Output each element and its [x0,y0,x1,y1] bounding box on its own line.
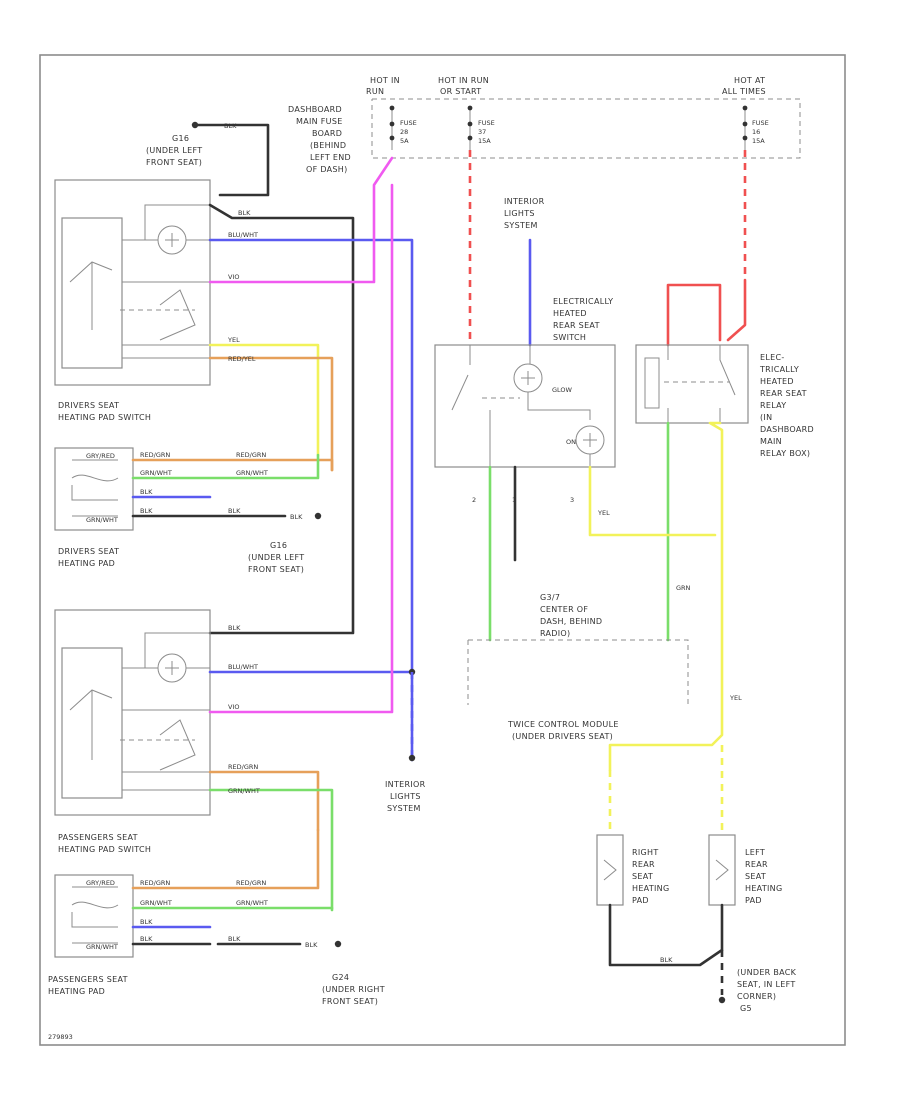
wire-vio-switch2 [208,183,394,714]
svg-text:RED/GRN: RED/GRN [140,879,170,887]
svg-text:BLK: BLK [140,507,153,515]
svg-text:BLK: BLK [228,935,241,943]
diagram-code: 279893 [48,1033,73,1041]
svg-text:GRN/WHT: GRN/WHT [86,943,118,951]
svg-text:RED/GRN: RED/GRN [228,763,258,771]
svg-text:RED/GRN: RED/GRN [140,451,170,459]
svg-text:GRN: GRN [676,584,691,592]
svg-text:VIO: VIO [228,703,239,711]
wire-yel-switch1 [208,343,320,457]
wire-blk-switch1 [208,203,355,635]
wire-grn-wht-switch2 [208,788,334,912]
wire-red-yel-switch1 [208,356,334,472]
wire-grn-wht-pad1 [131,453,320,480]
rear-seat-relay: ELEC- TRICALLY HEATED REAR SEAT RELAY (I… [635,344,817,458]
dashboard-fuse-box-label: DASHBOARD MAIN FUSE BOARD (BEHIND LEFT E… [288,105,354,174]
wire-blu-wht-switch1 [208,238,414,762]
svg-text:BLK: BLK [228,624,241,632]
wire-yel-relay [608,421,724,772]
svg-text:3: 3 [570,496,574,504]
svg-text:RED/YEL: RED/YEL [228,355,256,363]
svg-text:RED/GRN: RED/GRN [236,879,266,887]
svg-text:BLK: BLK [660,956,673,964]
svg-text:1: 1 [512,496,516,504]
svg-text:ON: ON [566,438,576,446]
wire-red-grn-switch2 [208,770,320,832]
svg-text:GLOW: GLOW [552,386,573,394]
svg-text:VIO: VIO [228,273,239,281]
wire-red-relay [666,278,747,347]
svg-text:BLK: BLK [290,513,303,521]
svg-text:GRN/WHT: GRN/WHT [86,516,118,524]
twice-module-label: TWICE CONTROL MODULE(UNDER DRIVERS SEAT) [507,720,619,741]
wire-blk-rear-pads [608,903,724,967]
svg-text:YEL: YEL [729,694,742,702]
rear-seat-relay-label: ELEC- TRICALLY HEATED REAR SEAT RELAY (I… [759,353,817,458]
svg-text:BLK: BLK [140,488,153,496]
wire-red-grn-pad2 [131,828,320,890]
diagram-border [39,54,846,1046]
svg-text:2: 2 [472,496,476,504]
wire-vio-switch1 [208,156,394,284]
svg-text:BLK: BLK [305,941,318,949]
svg-text:GRN/WHT: GRN/WHT [228,787,260,795]
svg-text:BLK: BLK [228,507,241,515]
svg-text:BLK: BLK [140,918,153,926]
wire-yel-switch-out [588,465,717,537]
svg-text:BLU/WHT: BLU/WHT [228,231,258,239]
svg-text:BLK: BLK [238,209,251,217]
svg-text:BLU/WHT: BLU/WHT [228,663,258,671]
svg-text:GRN/WHT: GRN/WHT [236,469,268,477]
svg-text:GRN/WHT: GRN/WHT [140,469,172,477]
svg-text:BLK: BLK [224,122,237,130]
wire-red-grn-pad1 [131,458,334,472]
svg-text:RED/GRN: RED/GRN [236,451,266,459]
svg-text:BLK: BLK [140,935,153,943]
svg-text:GRY/RED: GRY/RED [86,879,115,887]
power-bus-dashed [371,98,801,159]
svg-text:GRY/RED: GRY/RED [86,452,115,460]
svg-text:GRN/WHT: GRN/WHT [236,899,268,907]
svg-text:YEL: YEL [227,336,240,344]
svg-text:YEL: YEL [597,509,610,517]
twice-control-module [467,639,689,705]
svg-text:GRN/WHT: GRN/WHT [140,899,172,907]
